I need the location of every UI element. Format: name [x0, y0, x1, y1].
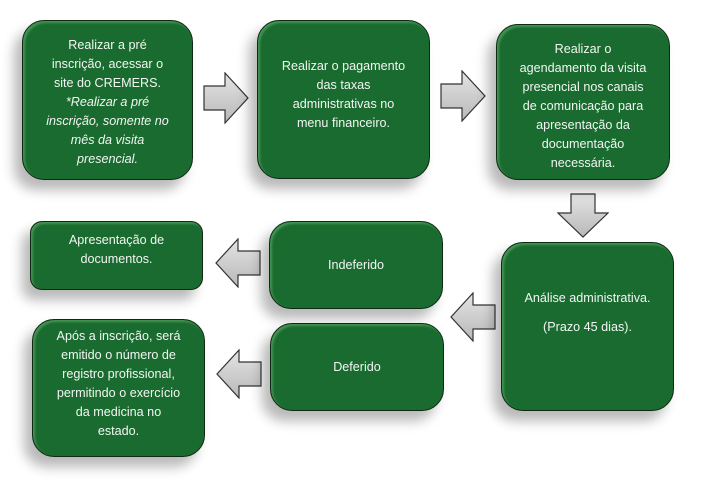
step-text: de comunicação para — [522, 99, 644, 113]
step-pre-inscricao: Realizar a pré inscrição, acessar o site… — [22, 20, 193, 180]
step-text: menu financeiro. — [296, 116, 391, 130]
step-text: Análise administrativa. — [524, 291, 651, 305]
step-text: da medicina no — [75, 405, 162, 419]
step-text: emitido o número de — [61, 348, 176, 362]
step-text: Realizar o — [554, 42, 612, 56]
step-apresentacao-documentos: Apresentação de documentos. — [30, 221, 203, 290]
step-text: site do CREMERS. — [53, 76, 162, 90]
step-text: Indeferido — [327, 257, 384, 272]
step-text: Deferido — [333, 359, 381, 374]
arrow-right-icon-1 — [203, 72, 249, 124]
step-text: administrativas no — [292, 97, 395, 111]
step-registro: Após a inscrição, será emitido o número … — [32, 319, 205, 457]
step-text: inscrição, acessar o — [51, 57, 164, 71]
arrow-left-icon-indeferido — [215, 238, 261, 288]
step-text: presencial nos canais — [522, 80, 644, 94]
step-text: das taxas — [316, 78, 371, 92]
step-text: Após a inscrição, será — [56, 329, 181, 343]
step-text: Realizar a pré — [68, 38, 147, 52]
step-pagamento: Realizar o pagamento das taxas administr… — [257, 20, 430, 179]
step-text: necessária. — [550, 156, 616, 170]
arrow-left-icon-deferido — [216, 349, 262, 399]
arrow-right-icon-2 — [440, 70, 486, 122]
step-text: Apresentação de — [68, 233, 165, 247]
step-note: mês da visita — [70, 133, 145, 147]
arrow-down-icon — [557, 193, 609, 238]
step-deferido: Deferido — [270, 323, 444, 411]
step-text: apresentação da — [536, 118, 630, 132]
step-text: estado. — [97, 424, 140, 438]
step-agendamento: Realizar o agendamento da visita presenc… — [496, 24, 670, 180]
step-text: registro profissional, — [62, 367, 175, 381]
arrow-left-icon-analise — [450, 292, 496, 342]
step-note: presencial. — [77, 152, 138, 166]
step-text: documentação — [541, 137, 625, 151]
step-analise: Análise administrativa. (Prazo 45 dias). — [501, 242, 674, 411]
step-note: *Realizar a pré — [65, 95, 150, 109]
step-text: agendamento da visita — [519, 61, 647, 75]
step-indeferido: Indeferido — [269, 221, 443, 309]
step-text: permitindo o exercício — [56, 386, 181, 400]
step-subtext: (Prazo 45 dias). — [543, 320, 632, 334]
step-text: documentos. — [80, 252, 153, 266]
step-note: inscrição, somente no — [46, 114, 169, 128]
step-text: Realizar o pagamento — [281, 59, 406, 73]
